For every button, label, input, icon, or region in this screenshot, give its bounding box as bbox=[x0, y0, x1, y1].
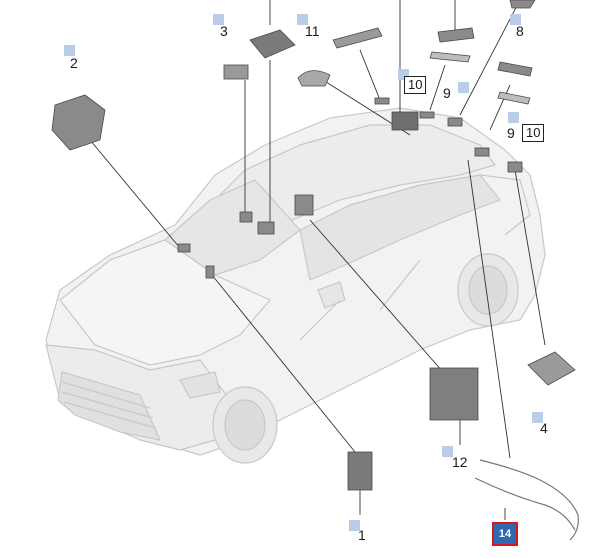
part-9a-strip bbox=[437, 27, 475, 43]
hood bbox=[59, 239, 271, 366]
callout-12: 12 bbox=[452, 454, 468, 470]
leader-1 bbox=[211, 274, 356, 453]
callout-9b: 9 bbox=[507, 125, 515, 141]
marker-2 bbox=[64, 45, 75, 56]
leader-6 bbox=[359, 49, 381, 101]
part-12-control-unit bbox=[429, 367, 479, 421]
marker-1 bbox=[349, 520, 360, 531]
part-rear-3 bbox=[447, 117, 463, 127]
callout-1: 1 bbox=[358, 527, 366, 543]
leader-9a2 bbox=[429, 64, 446, 111]
marker-4 bbox=[532, 412, 543, 423]
marker-9a bbox=[458, 82, 469, 93]
car-body bbox=[45, 107, 546, 464]
grille-slat-2 bbox=[61, 391, 154, 419]
part-9b-bracket bbox=[497, 91, 531, 105]
part-interior-2 bbox=[239, 211, 253, 223]
callout-2: 2 bbox=[70, 55, 78, 71]
callout-10a: 10 bbox=[404, 76, 427, 94]
part-11-dome bbox=[297, 70, 331, 87]
part-7-module bbox=[249, 29, 296, 59]
part-rear-2 bbox=[419, 111, 435, 119]
callout-3: 3 bbox=[220, 23, 228, 39]
part-1-switch bbox=[347, 451, 373, 491]
leader-2 bbox=[89, 139, 181, 249]
callout-4: 4 bbox=[540, 420, 548, 436]
marker-8 bbox=[510, 14, 521, 25]
callout-11: 11 bbox=[305, 23, 320, 39]
callout-9a: 9 bbox=[443, 85, 451, 101]
callout-10b: 10 bbox=[522, 124, 545, 142]
door-line bbox=[299, 259, 421, 341]
part-rear-5 bbox=[507, 161, 523, 173]
part-14-harness bbox=[474, 459, 579, 541]
leader-8 bbox=[489, 84, 511, 131]
part-interior-3 bbox=[257, 221, 275, 235]
marker-10a bbox=[398, 69, 409, 80]
rear-pillar bbox=[479, 174, 531, 236]
side-windows bbox=[299, 174, 501, 281]
grille-slat-3 bbox=[63, 401, 157, 429]
rear-wheel-rim bbox=[468, 265, 508, 315]
marker-3 bbox=[213, 14, 224, 25]
part-rear-1 bbox=[374, 97, 390, 105]
front-wheel-rim bbox=[224, 399, 266, 451]
part-interior-5 bbox=[205, 265, 215, 279]
grille-slat-1 bbox=[61, 381, 151, 409]
part-roof-module bbox=[391, 111, 419, 131]
leader-14 bbox=[467, 159, 511, 459]
part-rear-4 bbox=[474, 147, 490, 157]
part-interior-1 bbox=[177, 243, 191, 253]
marker-11 bbox=[297, 14, 308, 25]
part-9a-bracket bbox=[429, 51, 471, 63]
callout-14-highlighted[interactable]: 14 bbox=[492, 522, 518, 546]
part-2-control-unit bbox=[51, 94, 106, 151]
part-3-module bbox=[223, 64, 249, 80]
part-interior-4 bbox=[294, 194, 314, 216]
leader-12 bbox=[309, 219, 451, 381]
callout-8: 8 bbox=[516, 23, 524, 39]
part-6-strip bbox=[332, 27, 383, 49]
marker-9b bbox=[508, 112, 519, 123]
parts bbox=[51, 0, 576, 491]
headlight bbox=[179, 371, 221, 399]
part-top-right bbox=[509, 0, 536, 9]
marker-12 bbox=[442, 446, 453, 457]
leader-4 bbox=[514, 169, 546, 346]
part-8-strip bbox=[497, 61, 533, 77]
part-4-module bbox=[527, 351, 576, 386]
